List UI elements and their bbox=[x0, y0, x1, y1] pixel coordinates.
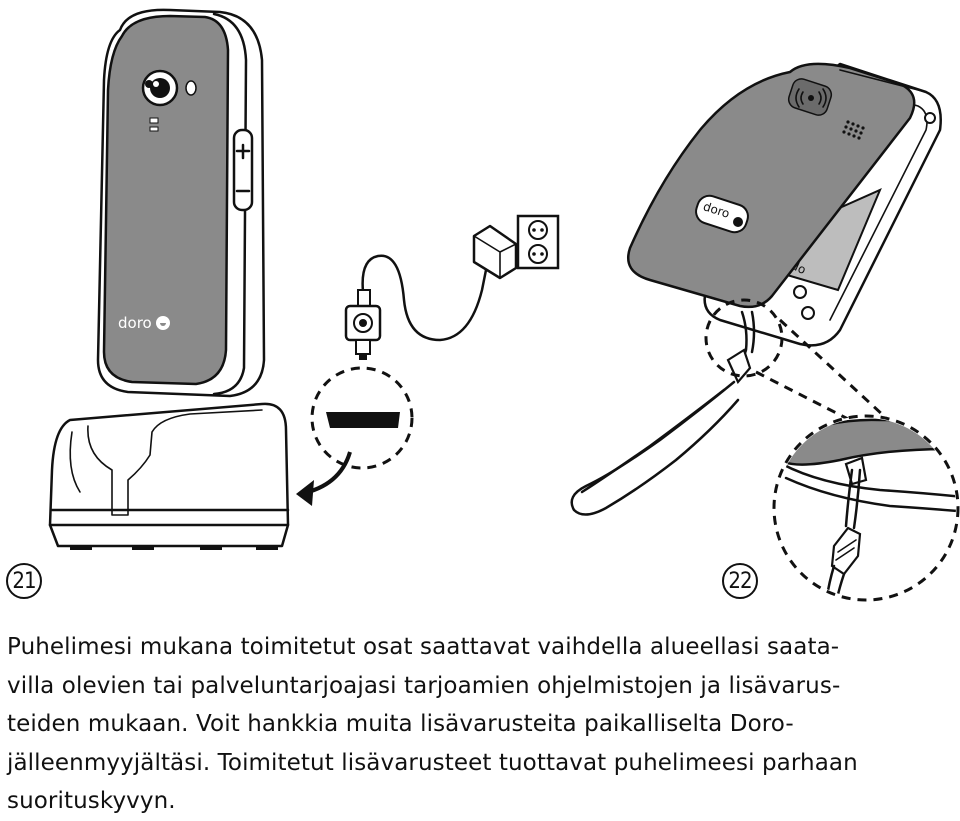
paragraph-line: suorituskyvyn. bbox=[7, 788, 176, 814]
lanyard-hole-circle bbox=[704, 298, 784, 378]
step-number-22: 22 bbox=[722, 563, 758, 599]
paragraph-line: villa olevien tai palveluntarjoajasi tar… bbox=[7, 672, 841, 699]
charging-cradle bbox=[48, 402, 290, 550]
illustration-area: .ol { fill: none; stroke: #111; stroke-w… bbox=[48, 8, 960, 602]
closed-phone: doro bbox=[96, 8, 266, 398]
zoom-guide-line-1 bbox=[755, 370, 851, 422]
paragraph-line: Puhelimesi mukana toimitetut osat saatta… bbox=[7, 634, 840, 660]
step-number-21: 21 bbox=[6, 563, 42, 599]
charger-cable bbox=[344, 254, 488, 360]
connector-zoom-circle bbox=[296, 366, 414, 506]
lanyard-zoom-circle bbox=[772, 414, 960, 602]
wall-adapter bbox=[472, 214, 560, 280]
paragraph-line: jälleenmyyjältäsi. Toimitetut lisävarust… bbox=[7, 749, 858, 776]
phone-logo-text: doro bbox=[118, 314, 152, 332]
accessories-paragraph: Puhelimesi mukana toimitetut osat saatta… bbox=[7, 628, 955, 821]
open-phone: do doro bbox=[627, 62, 942, 347]
accessories-illustration: .ol { fill: none; stroke: #111; stroke-w… bbox=[48, 8, 960, 602]
lanyard bbox=[570, 310, 756, 516]
paragraph-line: teiden mukaan. Voit hankkia muita lisäva… bbox=[7, 711, 794, 737]
